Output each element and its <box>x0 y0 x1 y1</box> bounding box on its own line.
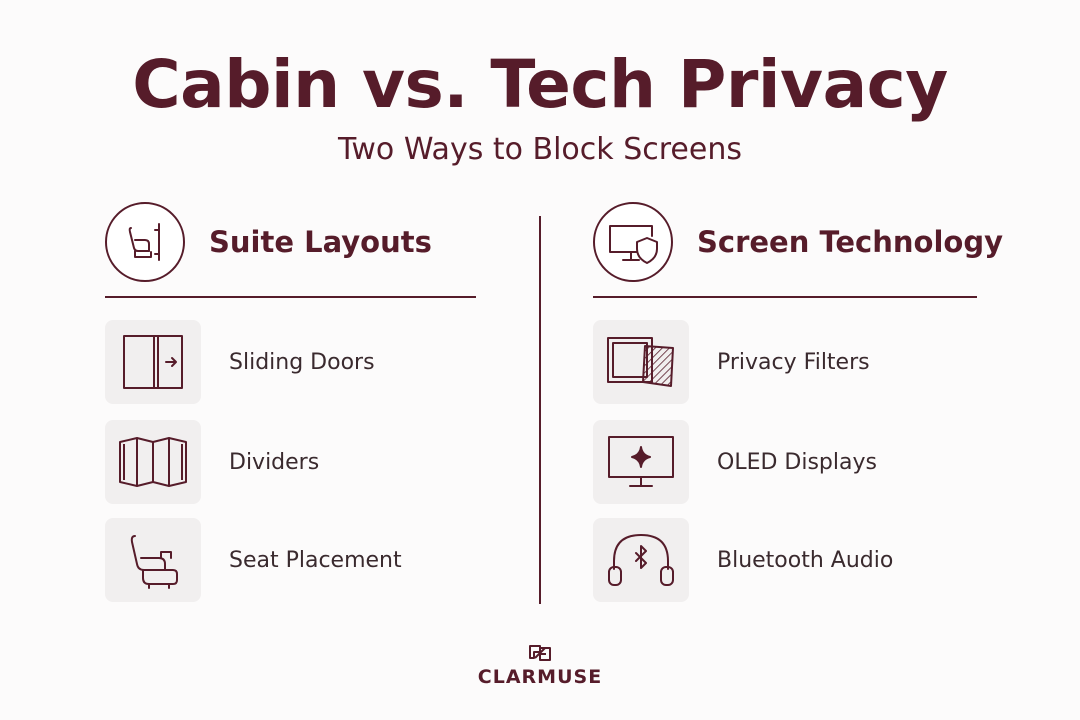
item-label: Privacy Filters <box>717 349 870 375</box>
monitor-shield-icon <box>593 202 673 282</box>
seat-icon <box>105 518 201 602</box>
page-title: Cabin vs. Tech Privacy <box>132 46 948 123</box>
list-item-sliding-doors: Sliding Doors <box>105 320 375 404</box>
column-heading-left: Suite Layouts <box>209 225 432 259</box>
list-item-bluetooth-audio: Bluetooth Audio <box>593 518 893 602</box>
list-item-privacy-filters: Privacy Filters <box>593 320 870 404</box>
folding-divider-icon <box>105 420 201 504</box>
brand-name: CLARMUSE <box>477 666 603 688</box>
item-label: OLED Displays <box>717 449 877 475</box>
bluetooth-headphones-icon <box>593 518 689 602</box>
oled-display-icon <box>593 420 689 504</box>
sliding-door-icon <box>105 320 201 404</box>
brand-footer: CLARMUSE <box>0 644 1080 688</box>
left-heading-rule <box>105 296 476 298</box>
column-header-screen-technology: Screen Technology <box>593 202 1003 282</box>
item-label: Sliding Doors <box>229 349 375 375</box>
privacy-filter-icon <box>593 320 689 404</box>
item-label: Dividers <box>229 449 320 475</box>
item-label: Seat Placement <box>229 547 402 573</box>
right-heading-rule <box>593 296 977 298</box>
seat-wall-icon <box>105 202 185 282</box>
item-label: Bluetooth Audio <box>717 547 894 573</box>
clarmuse-logo-icon <box>528 644 552 662</box>
list-item-seat-placement: Seat Placement <box>105 518 402 602</box>
column-header-suite-layouts: Suite Layouts <box>105 202 432 282</box>
list-item-oled-displays: OLED Displays <box>593 420 877 504</box>
column-heading-right: Screen Technology <box>697 225 1003 259</box>
page-subtitle: Two Ways to Block Screens <box>338 132 742 167</box>
center-divider <box>539 216 541 604</box>
list-item-dividers: Dividers <box>105 420 319 504</box>
